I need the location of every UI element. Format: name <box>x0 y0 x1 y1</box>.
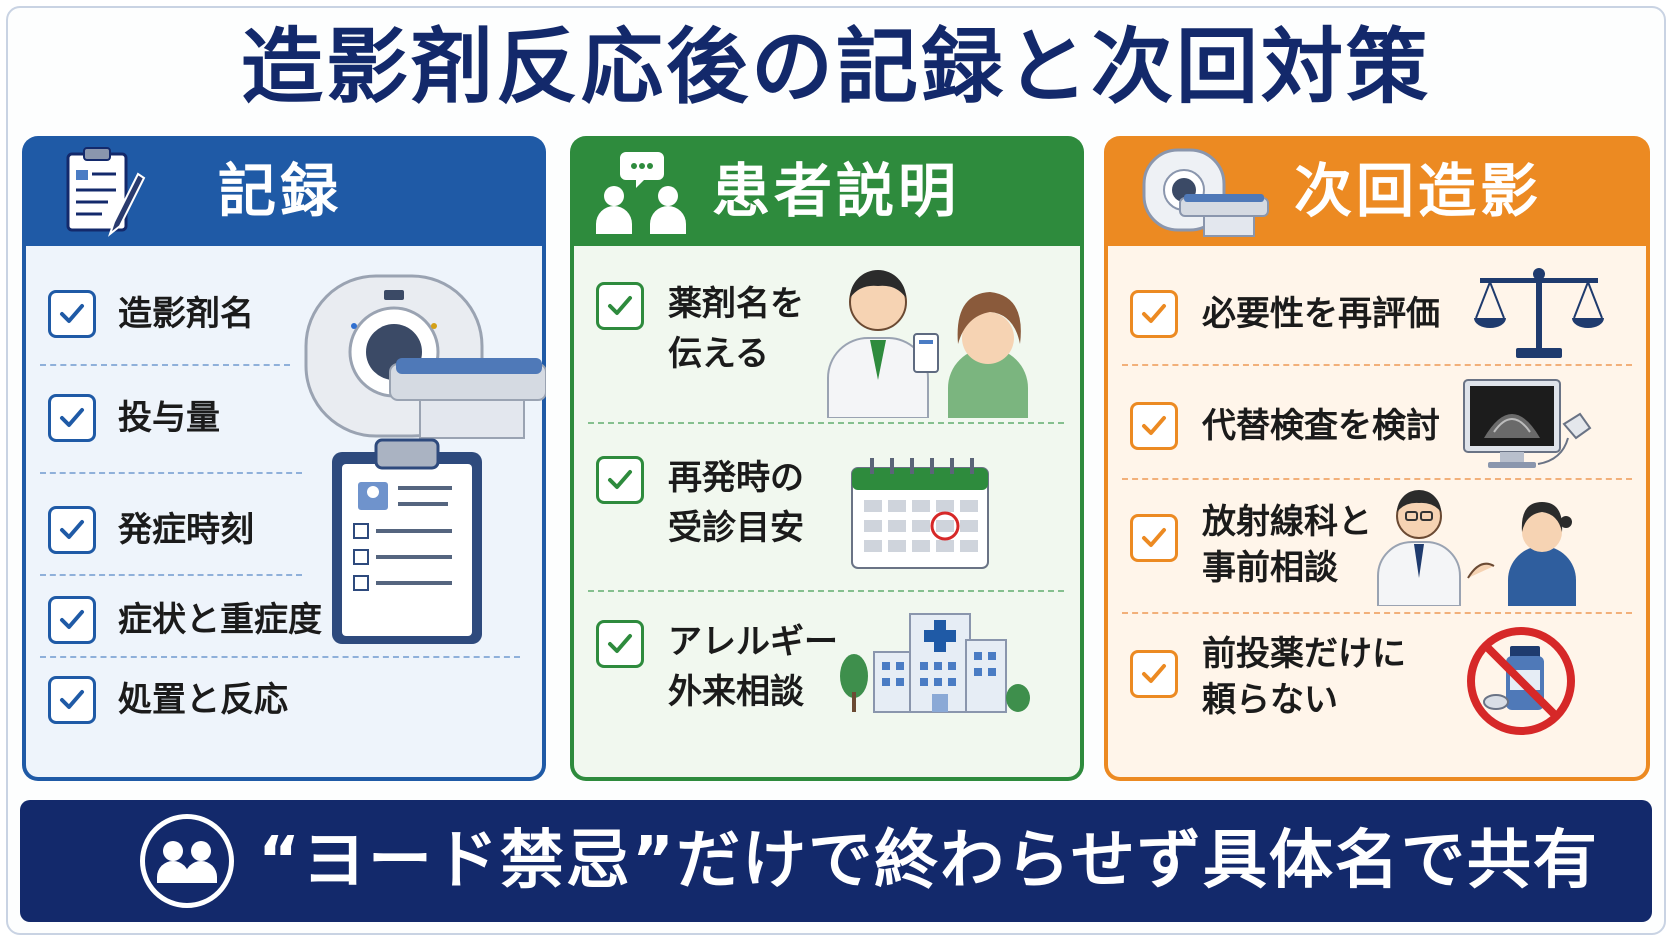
next-item-line2: 事前相談 <box>1202 548 1338 588</box>
panel-explain-header: 患者説明 <box>570 136 1084 246</box>
checkbox-checked-icon <box>1130 290 1178 338</box>
checkbox-checked-icon <box>596 282 644 330</box>
checklist-clipboard-illustration <box>332 438 482 644</box>
explain-item-line1: アレルギー <box>668 622 838 662</box>
panel-next-title: 次回造影 <box>1294 157 1543 225</box>
panel-explain-title: 患者説明 <box>712 157 961 225</box>
record-item-label: 投与量 <box>118 398 220 438</box>
no-premedication-icon <box>1467 627 1575 735</box>
checkbox-checked-icon <box>1130 514 1178 562</box>
divider <box>40 364 290 366</box>
panel-next: 次回造影 <box>1104 136 1650 781</box>
divider <box>1122 364 1632 366</box>
next-item-line1: 代替検査を検討 <box>1202 406 1440 446</box>
explain-item-line2: 伝える <box>668 334 769 374</box>
panel-record-header: 記録 <box>22 136 546 246</box>
record-item-label: 症状と重症度 <box>118 600 322 640</box>
record-item-label: 造影剤名 <box>118 294 254 334</box>
explain-item-line1: 薬剤名を <box>668 284 804 324</box>
calendar-illustration <box>851 458 989 569</box>
checkbox-checked-icon <box>1130 402 1178 450</box>
panel-explain-body: 薬剤名を 伝える 再発時の 受診目安 アレルギー 外来相談 <box>574 246 1080 777</box>
checkbox-checked-icon <box>596 620 644 668</box>
record-item-label: 処置と反応 <box>118 680 288 720</box>
ultrasound-monitor-illustration <box>1463 379 1592 468</box>
balance-scale-illustration <box>1474 268 1604 358</box>
checkbox-checked-icon <box>596 456 644 504</box>
banner-message: “ヨード禁忌”だけで終わらせず具体名で共有 <box>258 824 1599 898</box>
checkbox-checked-icon <box>48 394 96 442</box>
next-item-line1: 前投薬だけに <box>1202 634 1406 674</box>
group-users-icon <box>140 814 234 908</box>
divider <box>588 590 1064 592</box>
panel-next-header: 次回造影 <box>1104 136 1650 246</box>
divider <box>1122 612 1632 614</box>
divider <box>588 422 1064 424</box>
divider <box>1122 478 1632 480</box>
page-title: 造影剤反応後の記録と次回対策 <box>240 20 1431 115</box>
divider <box>40 574 302 576</box>
checkbox-checked-icon <box>48 596 96 644</box>
next-item-line1: 必要性を再評価 <box>1202 294 1440 334</box>
radiologist-consult-illustration <box>1377 490 1576 606</box>
divider <box>40 472 302 474</box>
checkbox-checked-icon <box>1130 650 1178 698</box>
next-item-line2: 頼らない <box>1202 680 1338 720</box>
panel-record-title: 記録 <box>218 157 343 225</box>
ct-scanner-icon <box>1142 148 1269 237</box>
explain-item-line2: 受診目安 <box>668 508 804 548</box>
divider <box>40 656 520 658</box>
bottom-banner: “ヨード禁忌”だけで終わらせず具体名で共有 <box>20 800 1652 922</box>
panel-record: 記録 <box>22 136 546 781</box>
panel-explain: 患者説明 <box>570 136 1084 781</box>
people-chat-icon <box>596 152 686 234</box>
panel-record-body: 造影剤名 投与量 発症時刻 症状と重症度 処置と反応 <box>26 246 546 777</box>
panel-next-body: 必要性を再評価 代替検査を検討 放射線科と 事前相談 前投薬だけに 頼らない <box>1108 246 1646 777</box>
ct-scanner-illustration <box>304 274 546 439</box>
checkbox-checked-icon <box>48 676 96 724</box>
explain-item-line2: 外来相談 <box>668 672 804 712</box>
doctor-patient-illustration <box>827 270 1028 418</box>
record-item-label: 発症時刻 <box>118 510 254 550</box>
next-item-line1: 放射線科と <box>1202 502 1372 542</box>
checkbox-checked-icon <box>48 506 96 554</box>
hospital-illustration <box>840 613 1030 713</box>
explain-item-line1: 再発時の <box>668 458 804 498</box>
checkbox-checked-icon <box>48 290 96 338</box>
clipboard-pen-icon <box>66 147 146 237</box>
